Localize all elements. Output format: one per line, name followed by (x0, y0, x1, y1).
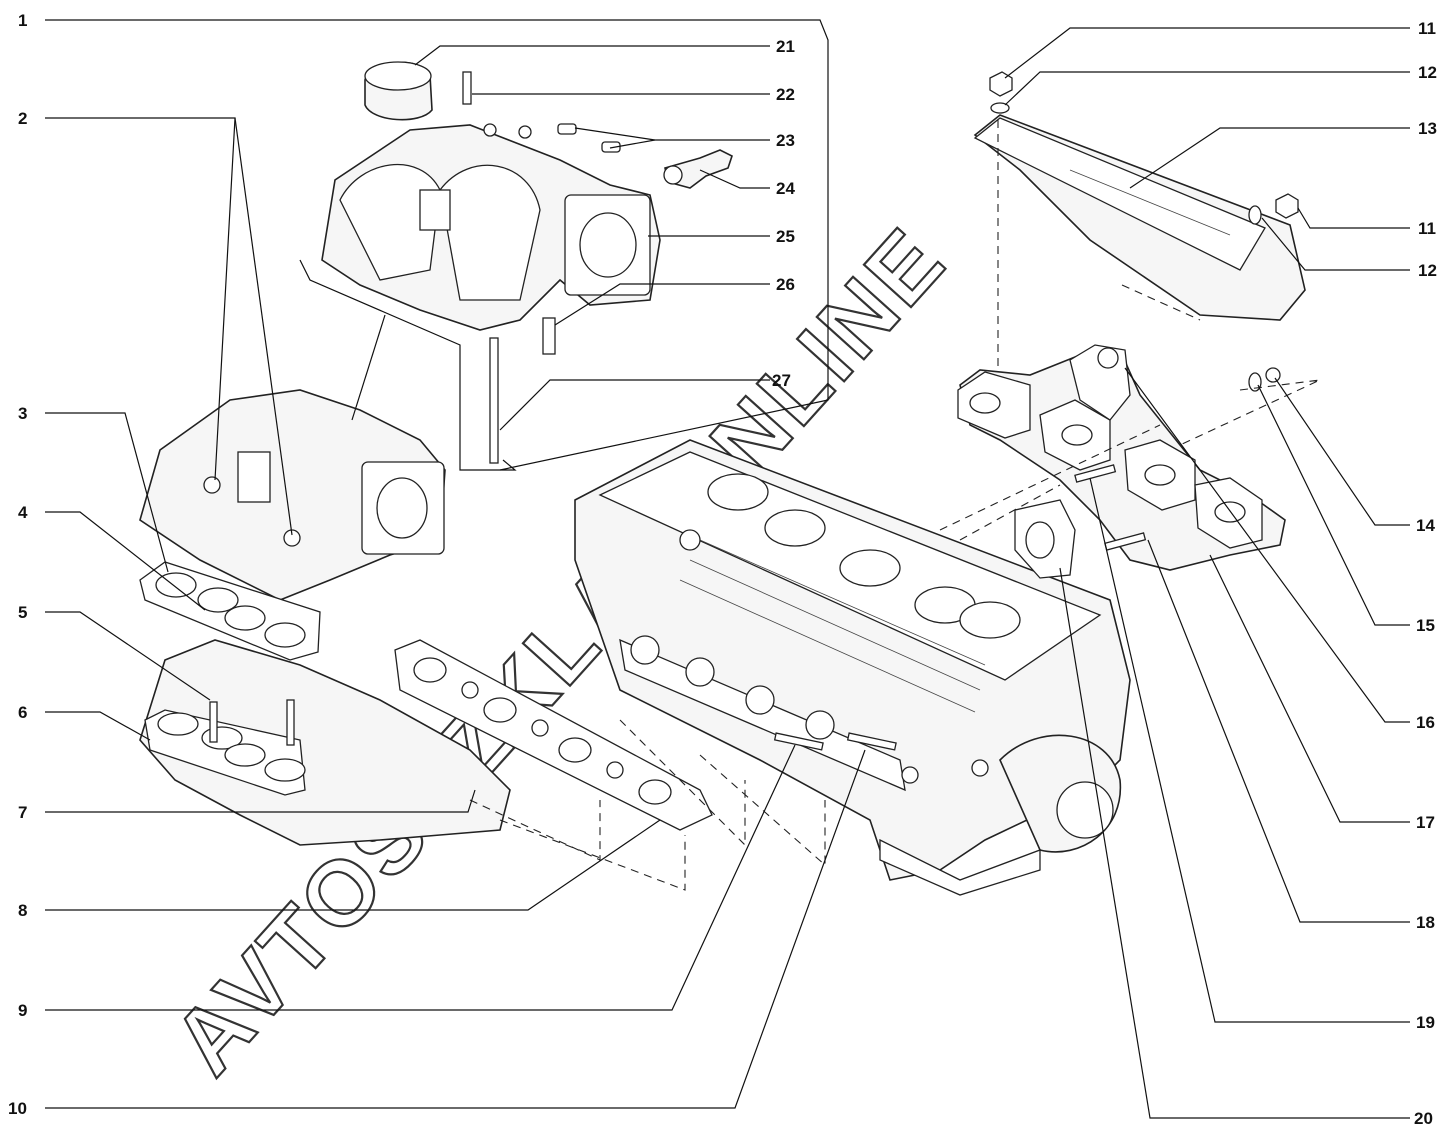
callout-label: 10 (8, 1099, 27, 1118)
callout-label: 21 (776, 37, 795, 56)
callout-label: 8 (18, 901, 27, 920)
callout-label: 4 (18, 503, 28, 522)
callout-label: 1 (18, 11, 27, 30)
callout-label: 22 (776, 85, 795, 104)
callout-label: 12 (1418, 261, 1437, 280)
bolt-part (542, 317, 556, 355)
callout-label: 26 (776, 275, 795, 294)
callout-label: 3 (18, 404, 27, 423)
callout-label: 18 (1416, 913, 1435, 932)
callout-label: 5 (18, 603, 27, 622)
callout-label: 14 (1416, 516, 1435, 535)
callout-label: 2 (18, 109, 27, 128)
cylinder-head-assembly (574, 439, 1131, 896)
stud-part (846, 732, 897, 751)
intake-manifold-assembled (139, 389, 446, 601)
callout-label: 7 (18, 803, 27, 822)
callout-label: 13 (1418, 119, 1437, 138)
callout-label: 25 (776, 227, 795, 246)
callout-label: 12 (1418, 63, 1437, 82)
callout-label: 6 (18, 703, 27, 722)
stud-part (773, 732, 824, 751)
callout-label: 17 (1416, 813, 1435, 832)
callout-label: 16 (1416, 713, 1435, 732)
elbow-fitting-part (663, 149, 733, 189)
callout-label: 19 (1416, 1013, 1435, 1032)
callout-label: 15 (1416, 616, 1435, 635)
bolt-part (989, 71, 1299, 225)
callout-label: 11 (1418, 219, 1436, 238)
callout-label: 11 (1418, 19, 1436, 38)
callouts-right: 11 12 13 11 12 14 15 16 17 18 19 20 (1414, 19, 1437, 1128)
intake-manifold-lower (139, 639, 511, 846)
fitting-part (557, 123, 621, 153)
callout-label: 20 (1414, 1109, 1433, 1128)
heat-shield (973, 114, 1306, 321)
head-intake-gasket (394, 639, 713, 831)
cap-part (364, 61, 433, 121)
leader-lines (45, 19, 1410, 1119)
callout-label: 9 (18, 1001, 27, 1020)
callout-label: 27 (772, 371, 791, 390)
callout-label: 24 (776, 179, 795, 198)
callout-label: 23 (776, 131, 795, 150)
nut-washer-part (1248, 367, 1281, 392)
long-stud-part (489, 337, 499, 464)
callouts-top: 21 22 23 24 25 26 27 (772, 37, 795, 390)
callouts-left: 1 2 3 4 5 6 7 8 9 10 (8, 11, 28, 1118)
exhaust-manifold (957, 344, 1286, 571)
exhaust-gasket (1014, 499, 1076, 579)
stud-part (462, 71, 472, 105)
intake-manifold-upper (321, 123, 661, 331)
stud-part (1074, 464, 1117, 483)
assembly-dashed-lines (469, 120, 1321, 891)
